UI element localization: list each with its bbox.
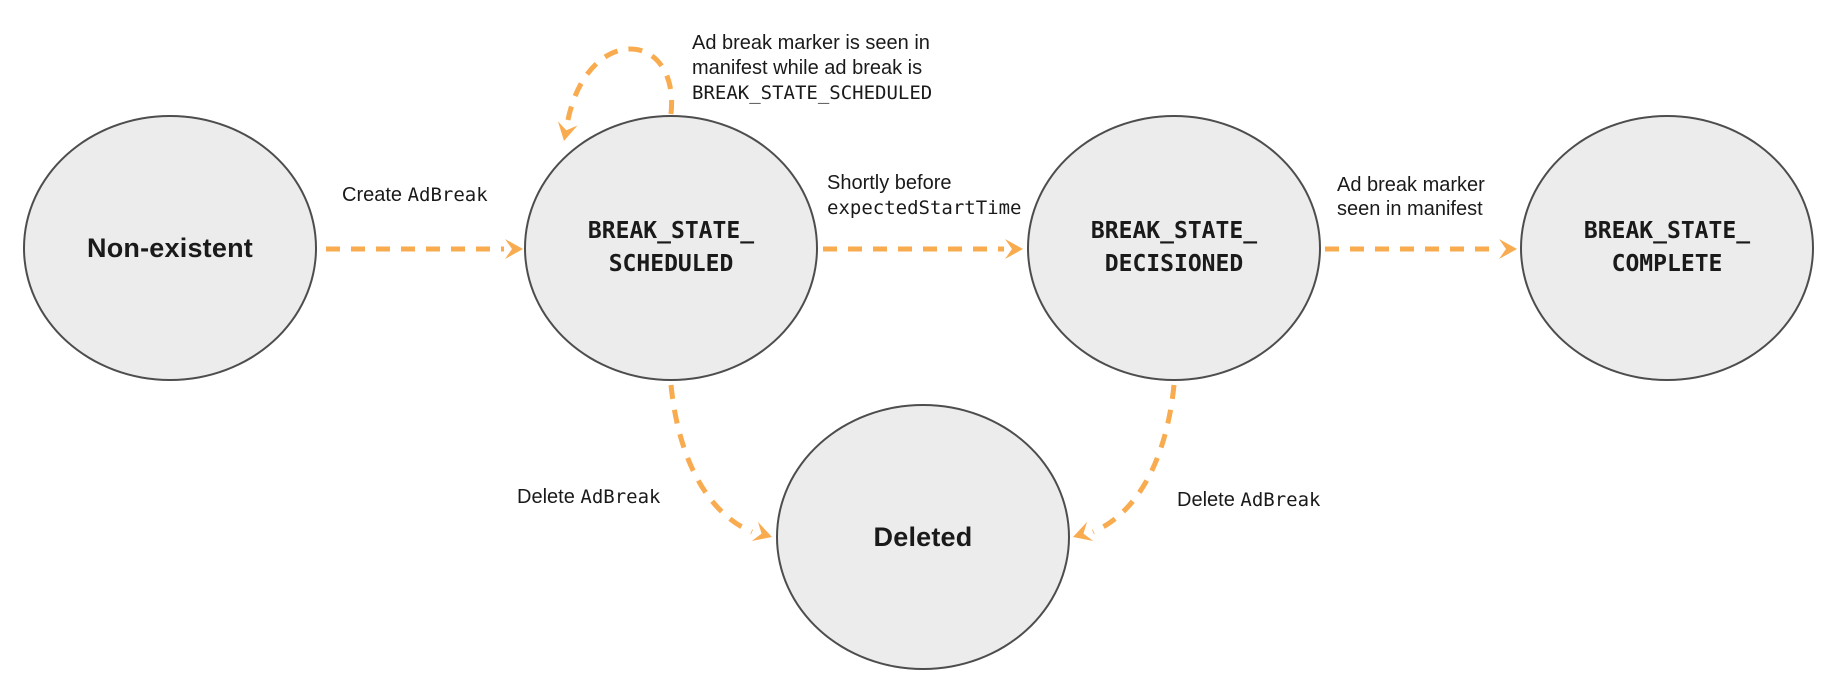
edge-label-create-adbreak: Create AdBreak bbox=[342, 183, 488, 208]
state-decisioned-label-line1: BREAK_STATE_ bbox=[1090, 218, 1258, 244]
state-complete-label-line2: COMPLETE bbox=[1611, 251, 1723, 277]
state-break-state-scheduled: BREAK_STATE_ SCHEDULED bbox=[524, 115, 818, 381]
edge-delete-right bbox=[1092, 384, 1177, 535]
edge-label-self-loop-line1: Ad break marker is seen in bbox=[692, 32, 930, 54]
edge-create-arrowhead-icon bbox=[505, 239, 523, 259]
edge-label-self-loop: Ad break marker is seen in manifest whil… bbox=[692, 31, 932, 106]
edge-label-delete-adbreak-left: Delete AdBreak bbox=[517, 485, 660, 510]
edge-label-shortly-plain: Shortly before bbox=[827, 172, 952, 194]
state-scheduled-label-line1: BREAK_STATE_ bbox=[587, 218, 755, 244]
state-non-existent: Non-existent bbox=[23, 115, 317, 381]
edge-delete-left bbox=[668, 384, 753, 535]
edge-label-marker-seen: Ad break marker seen in manifest bbox=[1337, 173, 1485, 221]
state-decisioned-label-line2: DECISIONED bbox=[1104, 251, 1244, 277]
state-non-existent-label: Non-existent bbox=[87, 232, 253, 263]
edge-label-delete-right-plain: Delete bbox=[1177, 489, 1241, 511]
edge-label-delete-left-plain: Delete bbox=[517, 486, 581, 508]
state-deleted: Deleted bbox=[776, 404, 1070, 670]
edge-label-self-loop-line2: manifest while ad break is bbox=[692, 57, 923, 79]
edge-delete-right-arrowhead-icon bbox=[1073, 521, 1094, 541]
state-deleted-label: Deleted bbox=[873, 521, 973, 552]
edge-label-shortly-before: Shortly before expectedStartTime bbox=[827, 171, 1021, 221]
edge-label-marker-seen-line2: seen in manifest bbox=[1337, 198, 1483, 220]
edge-label-marker-seen-line1: Ad break marker bbox=[1337, 174, 1485, 196]
edge-label-create-plain: Create bbox=[342, 184, 408, 206]
state-complete-label-line1: BREAK_STATE_ bbox=[1583, 218, 1751, 244]
edge-label-delete-right-code: AdBreak bbox=[1240, 489, 1321, 511]
edge-label-create-code: AdBreak bbox=[407, 184, 488, 206]
state-break-state-decisioned: BREAK_STATE_ DECISIONED bbox=[1027, 115, 1321, 381]
edge-label-delete-adbreak-right: Delete AdBreak bbox=[1177, 488, 1320, 513]
edge-label-delete-left-code: AdBreak bbox=[580, 486, 661, 508]
edge-self-loop bbox=[564, 46, 675, 126]
edge-shortly-before-arrowhead-icon bbox=[1005, 239, 1023, 259]
edge-delete-left-arrowhead-icon bbox=[751, 521, 772, 541]
edge-label-shortly-code: expectedStartTime bbox=[827, 197, 1022, 219]
edge-label-self-loop-code: BREAK_STATE_SCHEDULED bbox=[692, 82, 933, 104]
state-break-state-complete: BREAK_STATE_ COMPLETE bbox=[1520, 115, 1814, 381]
edge-self-loop-arrowhead-icon bbox=[557, 121, 578, 141]
edge-marker-seen-arrowhead-icon bbox=[1499, 239, 1517, 259]
state-scheduled-label-line2: SCHEDULED bbox=[608, 251, 734, 277]
